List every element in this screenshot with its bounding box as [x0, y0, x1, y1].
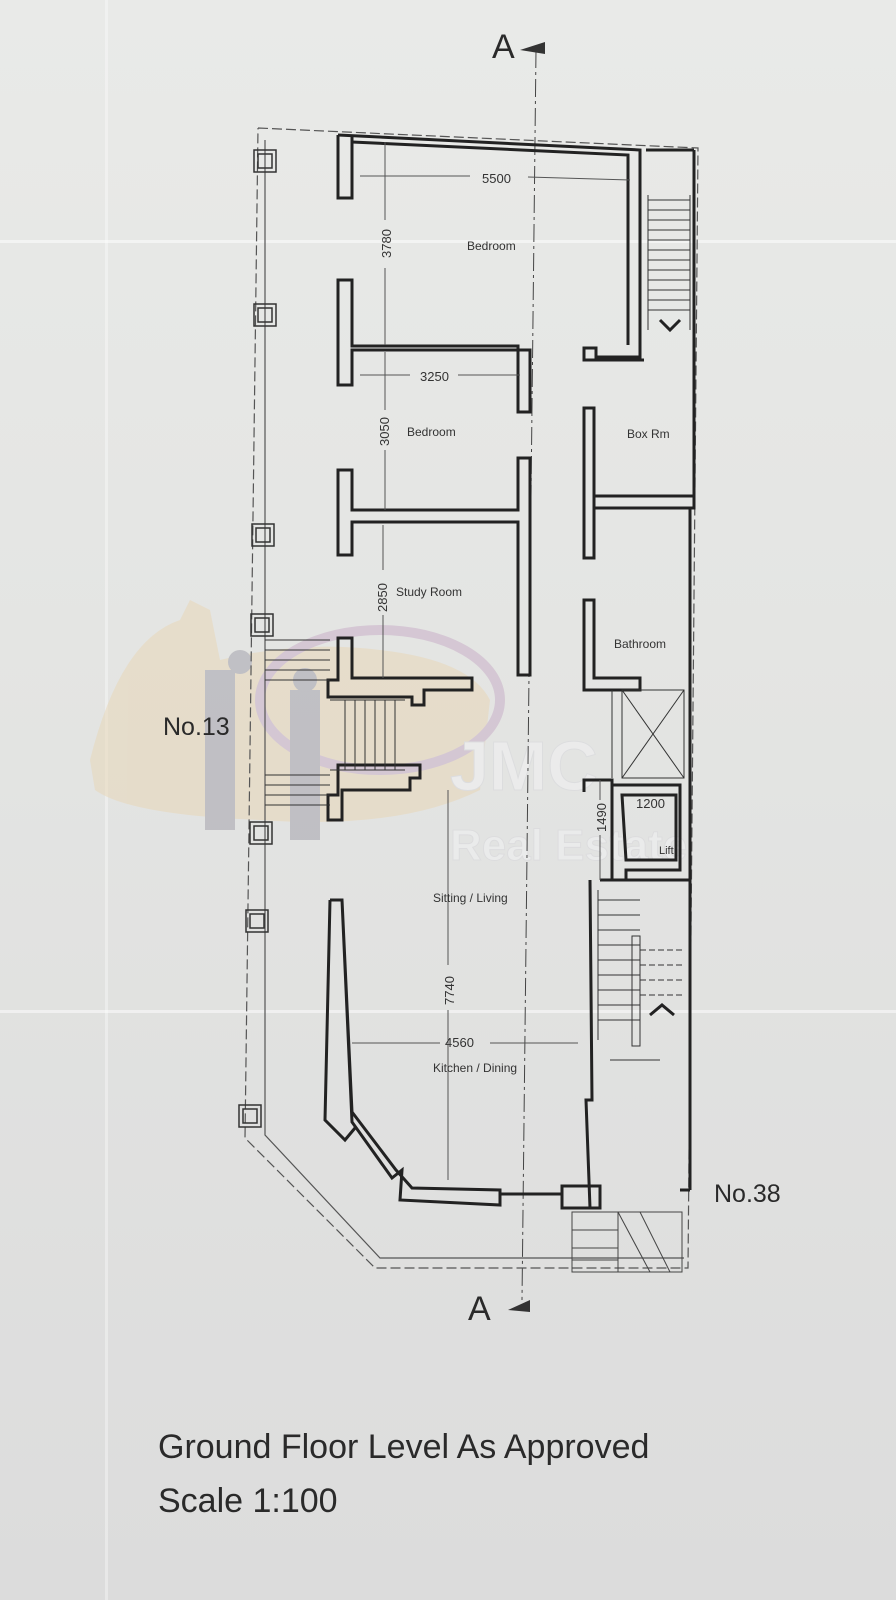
walls: [323, 133, 696, 1210]
room-label-bathroom: Bathroom: [614, 637, 666, 651]
section-marker-bottom: A: [468, 1290, 491, 1328]
fold-line: [0, 240, 896, 243]
dimension-label: 4560: [445, 1035, 474, 1050]
watermark-text: Real Estate: [450, 821, 687, 870]
plan-title: Ground Floor Level As Approved: [158, 1428, 650, 1466]
dimension-label: 1200: [636, 796, 665, 811]
section-line: [508, 42, 545, 1312]
watermark-text: JMC: [450, 727, 598, 805]
stair-lower: [597, 890, 684, 1061]
dimension-label: 3050: [377, 417, 392, 446]
room-label-study: Study Room: [396, 585, 462, 599]
room-labels: Bedroom Bedroom Study Room Box Rm Bathro…: [396, 239, 674, 1075]
neighbour-label-left: No.13: [163, 713, 230, 741]
dimension-label: 5500: [482, 171, 511, 186]
section-marker-top: A: [492, 28, 515, 66]
room-label-lift: Lift: [659, 845, 674, 857]
stair-top: [647, 195, 691, 333]
dimension-labels: 5500 3780 3250 3050 2850 1200 1490 7740 …: [375, 171, 665, 1050]
plan-caption: Ground Floor Level As Approved Scale 1:1…: [158, 1420, 649, 1528]
stair-central: [265, 639, 405, 806]
fold-line: [105, 0, 108, 1600]
dimension-label: 3250: [420, 369, 449, 384]
room-label-kitchen: Kitchen / Dining: [433, 1061, 517, 1075]
dimension-label: 7740: [442, 976, 457, 1005]
dimension-label: 1490: [594, 803, 609, 832]
entrance-steps: [571, 1211, 683, 1273]
neighbour-label-right: No.38: [714, 1180, 781, 1208]
site-boundary: [244, 127, 699, 1269]
room-label-bedroom: Bedroom: [467, 239, 516, 253]
columns: [238, 149, 277, 1128]
dimension-label: 2850: [375, 583, 390, 612]
light-well: [611, 689, 685, 779]
dimension-lines: [352, 142, 631, 1180]
plan-scale: Scale 1:100: [158, 1482, 338, 1520]
room-label-bedroom: Bedroom: [407, 425, 456, 439]
dimension-label: 3780: [379, 229, 394, 258]
room-label-sitting: Sitting / Living: [433, 891, 508, 905]
room-label-box-room: Box Rm: [627, 427, 670, 441]
